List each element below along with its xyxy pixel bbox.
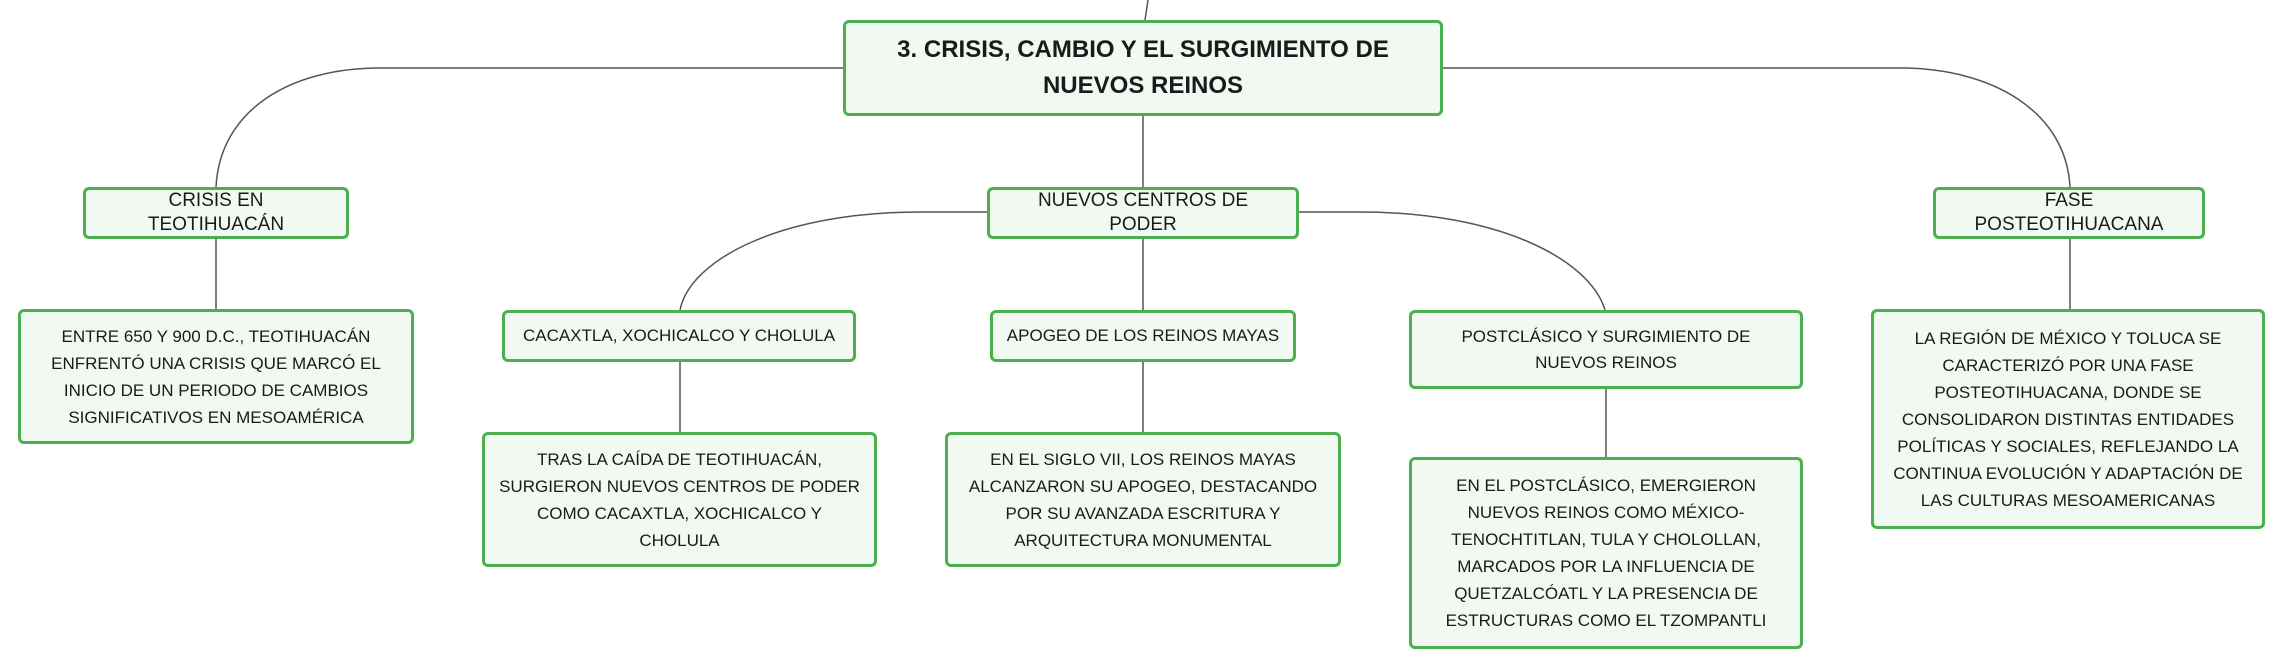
subbranch-mayas[interactable]: APOGEO DE LOS REINOS MAYAS <box>990 310 1296 362</box>
connector-center-cacaxtla <box>679 211 987 311</box>
branch-fase-posteotihuacana[interactable]: FASE POSTEOTIHUACANA <box>1933 187 2205 239</box>
detail-cacaxtla-text: TRAS LA CAÍDA DE TEOTIHUACÁN, SURGIERON … <box>499 449 860 550</box>
connector-center-post <box>1298 211 1606 311</box>
detail-fase[interactable]: LA REGIÓN DE MÉXICO Y TOLUCA SE CARACTER… <box>1871 309 2265 529</box>
root-label: 3. CRISIS, CAMBIO Y EL SURGIMIENTO DE NU… <box>897 36 1389 99</box>
detail-postclasico[interactable]: EN EL POSTCLÁSICO, EMERGIERON NUEVOS REI… <box>1409 457 1803 649</box>
detail-postclasico-text: EN EL POSTCLÁSICO, EMERGIERON NUEVOS REI… <box>1445 476 1767 630</box>
detail-mayas-text: EN EL SIGLO VII, LOS REINOS MAYAS ALCANZ… <box>968 449 1318 550</box>
branch-nuevos-centros[interactable]: NUEVOS CENTROS DE PODER <box>987 187 1299 239</box>
connector-root-crisis <box>215 67 843 188</box>
detail-fase-text: LA REGIÓN DE MÉXICO Y TOLUCA SE CARACTER… <box>1893 328 2243 510</box>
detail-crisis[interactable]: ENTRE 650 Y 900 D.C., TEOTIHUACÁN ENFREN… <box>18 309 414 444</box>
detail-crisis-text: ENTRE 650 Y 900 D.C., TEOTIHUACÁN ENFREN… <box>51 326 381 427</box>
branch-crisis-teotihuacan[interactable]: CRISIS EN TEOTIHUACÁN <box>83 187 349 239</box>
subbranch-postclasico-label: POSTCLÁSICO Y SURGIMIENTO DE NUEVOS REIN… <box>1461 326 1751 372</box>
subbranch-mayas-label: APOGEO DE LOS REINOS MAYAS <box>1006 326 1280 345</box>
root-node[interactable]: 3. CRISIS, CAMBIO Y EL SURGIMIENTO DE NU… <box>843 20 1443 116</box>
subbranch-postclasico[interactable]: POSTCLÁSICO Y SURGIMIENTO DE NUEVOS REIN… <box>1409 310 1803 389</box>
detail-mayas[interactable]: EN EL SIGLO VII, LOS REINOS MAYAS ALCANZ… <box>945 432 1341 567</box>
branch-crisis-label: CRISIS EN TEOTIHUACÁN <box>147 190 285 235</box>
branch-nuevos-centros-label: NUEVOS CENTROS DE PODER <box>1037 190 1249 235</box>
subbranch-cacaxtla[interactable]: CACAXTLA, XOCHICALCO Y CHOLULA <box>502 310 856 362</box>
connector-parent <box>1144 0 1149 21</box>
subbranch-cacaxtla-label: CACAXTLA, XOCHICALCO Y CHOLULA <box>522 326 836 345</box>
branch-fase-label: FASE POSTEOTIHUACANA <box>1974 190 2164 235</box>
connector-root-fase <box>1443 67 2071 188</box>
detail-cacaxtla[interactable]: TRAS LA CAÍDA DE TEOTIHUACÁN, SURGIERON … <box>482 432 877 567</box>
